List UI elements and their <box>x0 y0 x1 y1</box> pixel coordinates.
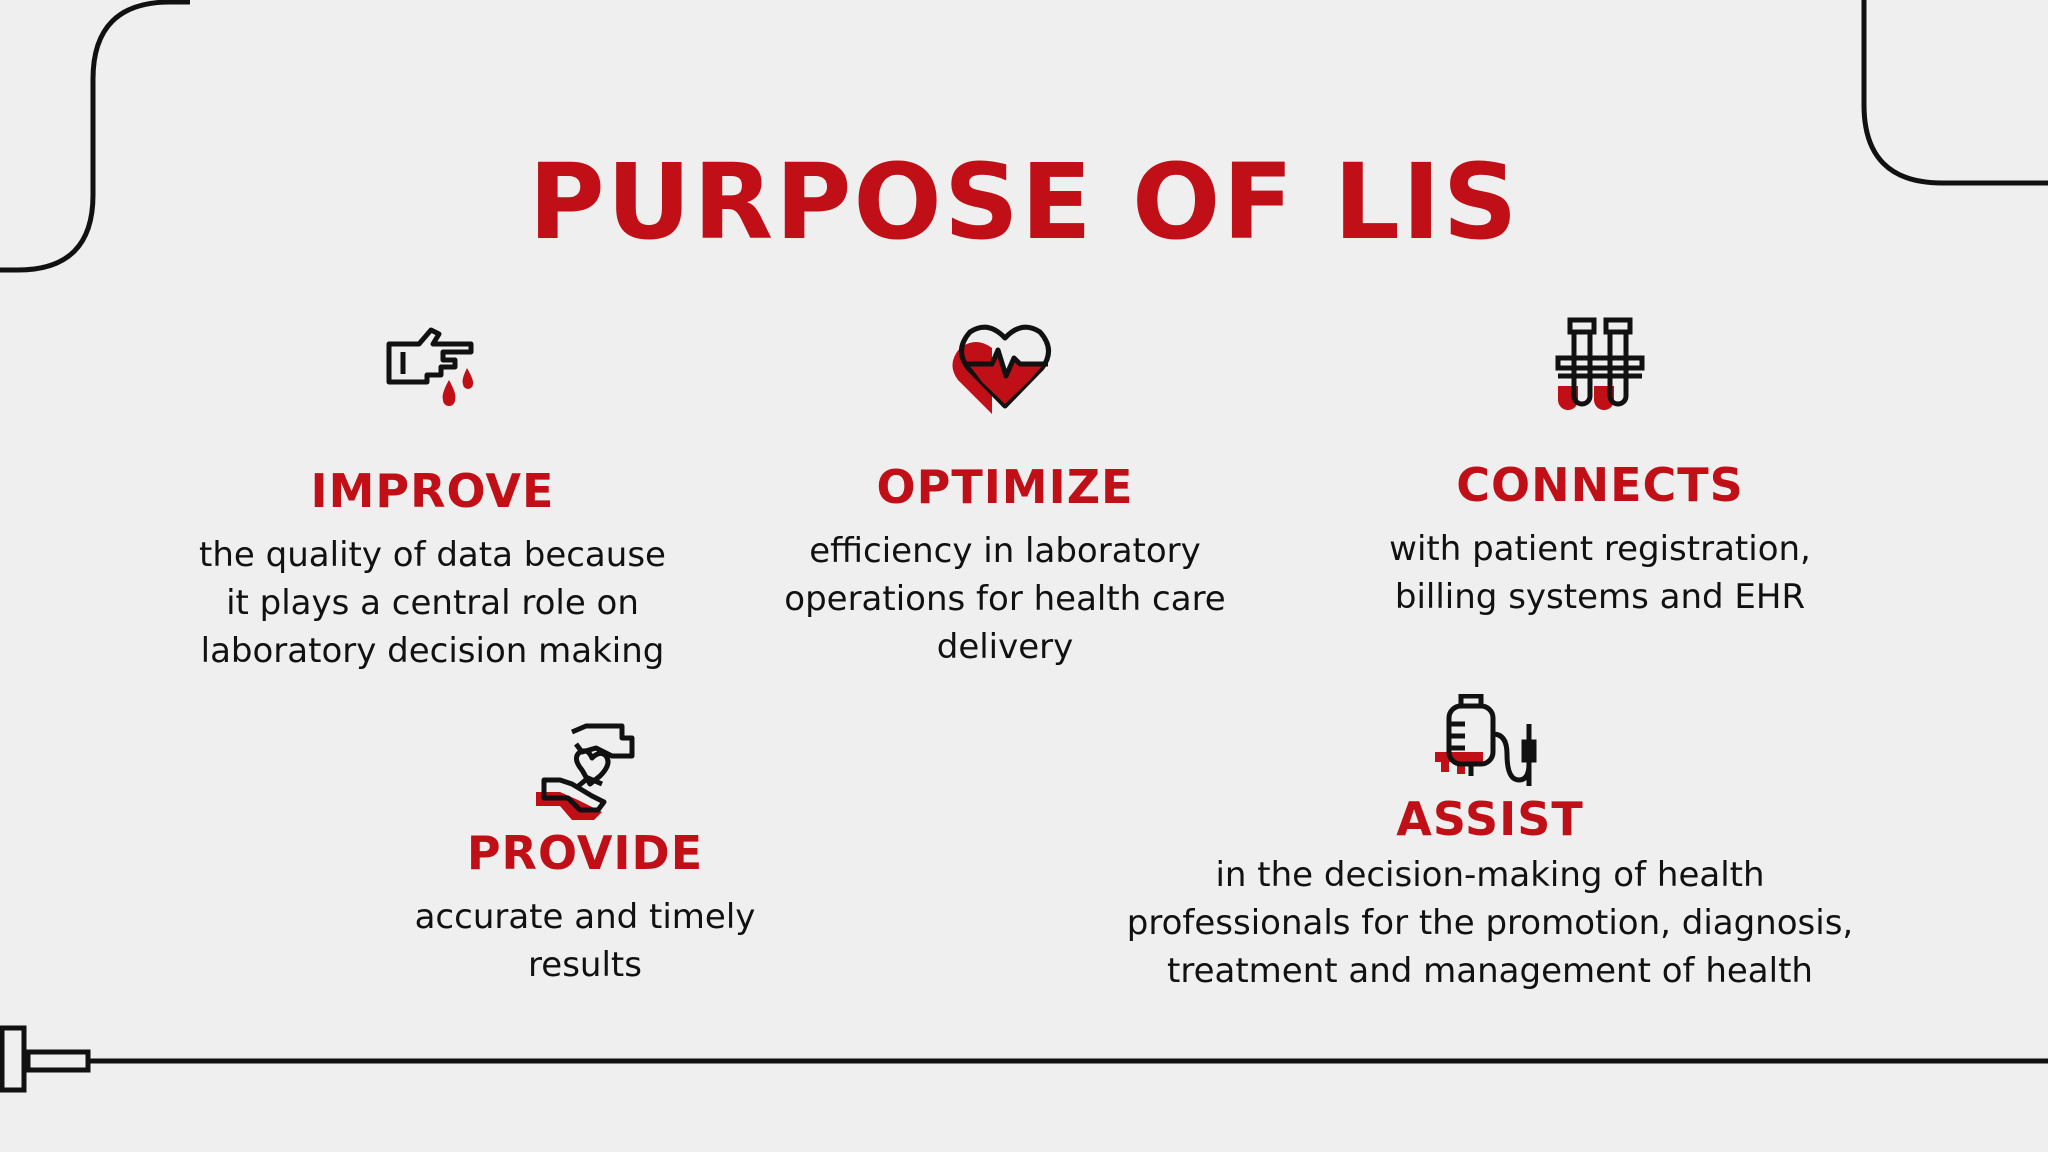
top-right-corner-line <box>1861 0 2048 186</box>
card-description: efficiency in laboratory operations for … <box>740 527 1270 671</box>
card-provide: PROVIDE accurate and timely results <box>380 722 790 989</box>
description-line: treatment and management of health <box>1167 950 1813 991</box>
description-line: delivery <box>936 626 1074 667</box>
top-left-corner-line <box>0 0 190 273</box>
card-assist: ASSIST in the decision-making of health … <box>1070 694 1910 995</box>
page-title: PURPOSE OF LIS <box>528 141 1520 263</box>
description-line: billing systems and EHR <box>1394 576 1806 617</box>
description-line: it plays a central role on <box>226 582 639 623</box>
card-heading: PROVIDE <box>466 826 704 880</box>
card-connects: CONNECTS with patient registration, bill… <box>1340 316 1860 621</box>
card-description: in the decision-making of health profess… <box>1070 851 1910 995</box>
description-line: in the decision-making of health <box>1215 854 1765 895</box>
hands-heart-icon <box>536 723 635 820</box>
description-line: efficiency in laboratory <box>809 530 1201 571</box>
card-heading: OPTIMIZE <box>876 460 1134 514</box>
finger-blood-drop-icon <box>386 327 473 406</box>
description-line: laboratory decision making <box>200 630 665 671</box>
description-line: professionals for the promotion, diagnos… <box>1126 902 1854 943</box>
card-heading: CONNECTS <box>1456 458 1744 512</box>
card-heading: ASSIST <box>1396 792 1584 846</box>
card-optimize: OPTIMIZE efficiency in laboratory operat… <box>740 318 1270 671</box>
description-line: the quality of data because <box>199 534 666 575</box>
description-line: with patient registration, <box>1389 528 1811 569</box>
description-line: operations for health care <box>784 578 1226 619</box>
iv-bag-icon <box>1435 694 1537 786</box>
card-description: the quality of data because it plays a c… <box>150 531 715 675</box>
card-improve: IMPROVE the quality of data because it p… <box>150 320 715 675</box>
bottom-plug-handle <box>25 1049 91 1073</box>
card-description: with patient registration, billing syste… <box>1340 525 1860 621</box>
card-heading: IMPROVE <box>310 464 555 518</box>
bottom-plug-block <box>0 1025 27 1093</box>
description-line: results <box>528 944 642 985</box>
test-tubes-icon <box>1555 317 1645 410</box>
heartbeat-heart-icon <box>952 324 1051 414</box>
description-line: accurate and timely <box>414 896 756 937</box>
card-description: accurate and timely results <box>380 893 790 989</box>
